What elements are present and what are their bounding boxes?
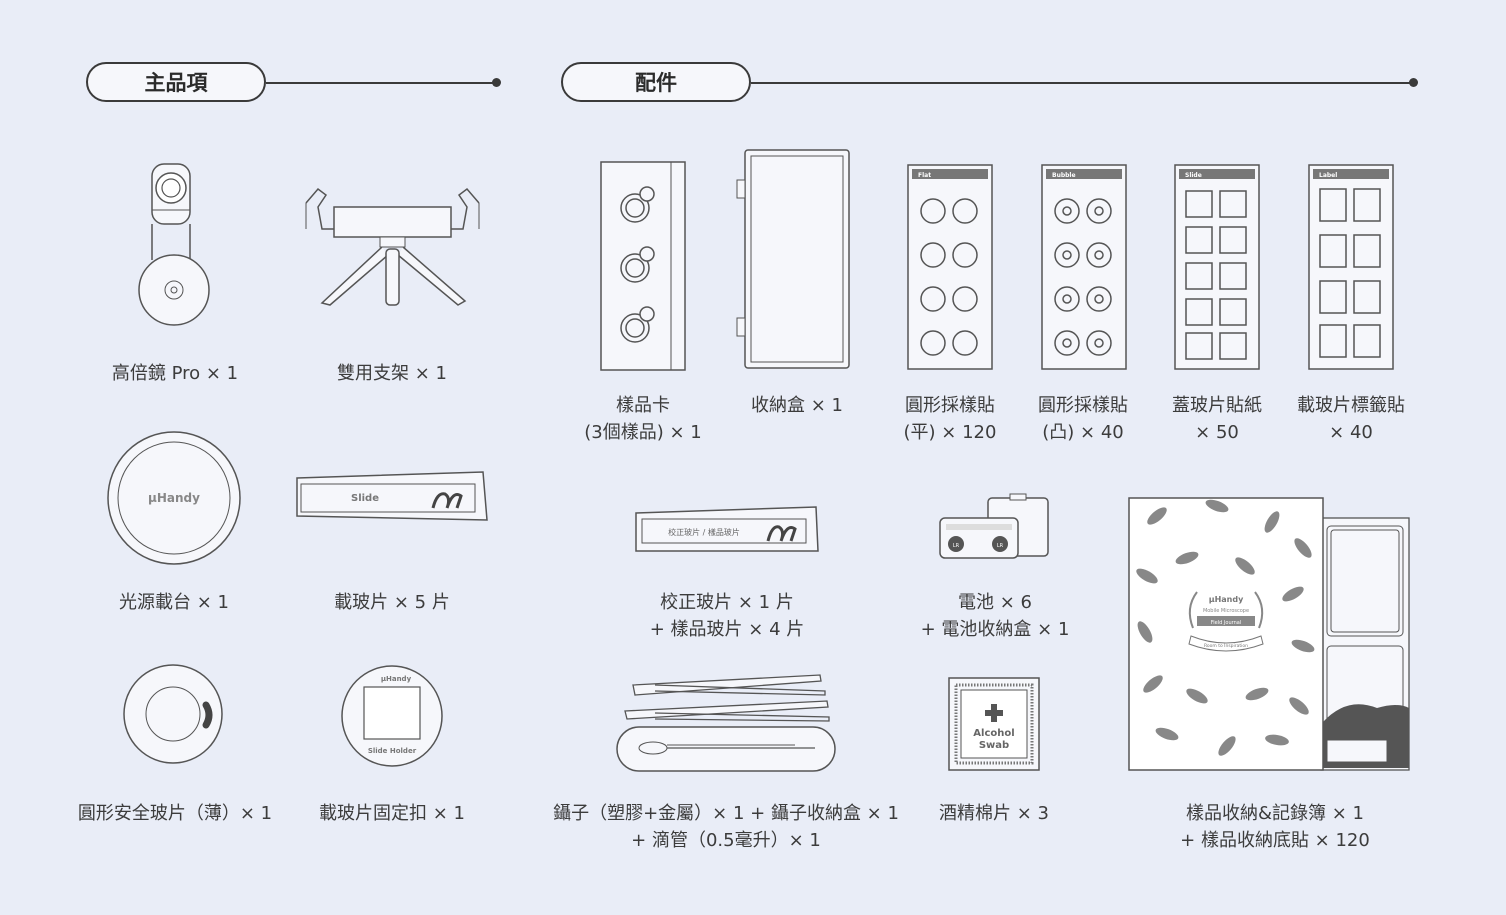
section-divider-end-dot	[1409, 78, 1418, 87]
alcohol-swab-icon: Alcohol Swab	[948, 677, 1040, 771]
swab-text: Alcohol	[973, 728, 1014, 739]
section-header-main: 主品項	[86, 62, 266, 102]
journal-sub-text: Mobile Microscope	[1203, 608, 1249, 614]
item-label: 高倍鏡 Pro × 1	[111, 363, 239, 384]
item-label: 收納盒 × 1	[751, 395, 843, 416]
journal-ribbon-text: Room to Inspiration	[1204, 643, 1248, 649]
section-header-accessories: 配件	[561, 62, 751, 102]
item-label: 圓形採樣貼(平) × 120	[903, 395, 997, 443]
item-label: 光源載台 × 1	[119, 592, 229, 613]
journal-title-text: Field Journal	[1211, 620, 1241, 626]
item-label: 圓形安全玻片（薄）× 1	[77, 803, 273, 824]
round-cover-glass-icon	[123, 664, 223, 764]
item-label: 電池 × 6+ 電池收納盒 × 1	[920, 592, 1070, 640]
slide-icon: 校正玻片 / 樣品玻片	[635, 506, 819, 552]
item-label: 載玻片固定扣 × 1	[319, 803, 465, 824]
journal-icon: µHandy Mobile Microscope Field Journal R…	[1128, 497, 1410, 771]
item-label: 雙用支架 × 1	[337, 363, 447, 384]
item-label: 樣品收納&記錄簿 × 1+ 樣品收納底貼 × 120	[1180, 803, 1370, 851]
slide-label-text: Slide	[351, 493, 379, 504]
light-platform-icon: µHandy	[107, 431, 241, 565]
section-divider-main	[266, 82, 496, 84]
platform-logo-text: µHandy	[148, 491, 200, 505]
item-label: 鑷子（塑膠+金屬）× 1 + 鑷子收納盒 × 1+ 滴管（0.5毫升）× 1	[553, 803, 899, 851]
journal-logo-text: µHandy	[1209, 595, 1244, 604]
item-label: 校正玻片 × 1 片+ 樣品玻片 × 4 片	[649, 592, 805, 640]
item-label: 酒精棉片 × 3	[939, 803, 1049, 824]
tripod-stand-icon	[305, 187, 480, 306]
sheet-label-label: Label	[1319, 172, 1337, 179]
sticker-sheet-icon: Slide	[1174, 164, 1260, 370]
battery-text: LR	[953, 543, 960, 549]
microscope-lens-icon	[138, 163, 210, 326]
sticker-sheet-icon: Bubble	[1041, 164, 1127, 370]
item-label: 載玻片標籤貼× 40	[1297, 395, 1405, 443]
holder-logo-text: µHandy	[381, 675, 412, 683]
calibration-slide-text: 校正玻片 / 樣品玻片	[668, 527, 740, 537]
sticker-sheet-icon: Flat	[907, 164, 993, 370]
sheet-flat-label: Flat	[918, 172, 931, 179]
sticker-sheet-icon: Label	[1308, 164, 1394, 370]
battery-text: LR	[997, 543, 1004, 549]
item-label: 載玻片 × 5 片	[334, 592, 450, 613]
storage-box-icon	[736, 149, 850, 369]
slide-icon: Slide	[296, 471, 488, 521]
slide-holder-icon: µHandy Slide Holder	[341, 665, 443, 767]
item-label: 樣品卡(3個樣品) × 1	[584, 395, 702, 443]
section-divider-end-dot	[492, 78, 501, 87]
sample-card-icon	[600, 161, 686, 371]
section-divider-accessories	[751, 82, 1413, 84]
swab-text: Swab	[979, 740, 1009, 751]
sheet-bubble-label: Bubble	[1052, 172, 1076, 179]
item-label: 圓形採樣貼(凸) × 40	[1038, 395, 1128, 443]
battery-icon: LR LR	[939, 493, 1049, 559]
sheet-slide-label: Slide	[1185, 172, 1202, 179]
holder-label-text: Slide Holder	[368, 747, 417, 755]
item-label: 蓋玻片貼紙× 50	[1172, 395, 1262, 443]
tweezers-icon	[616, 674, 836, 772]
